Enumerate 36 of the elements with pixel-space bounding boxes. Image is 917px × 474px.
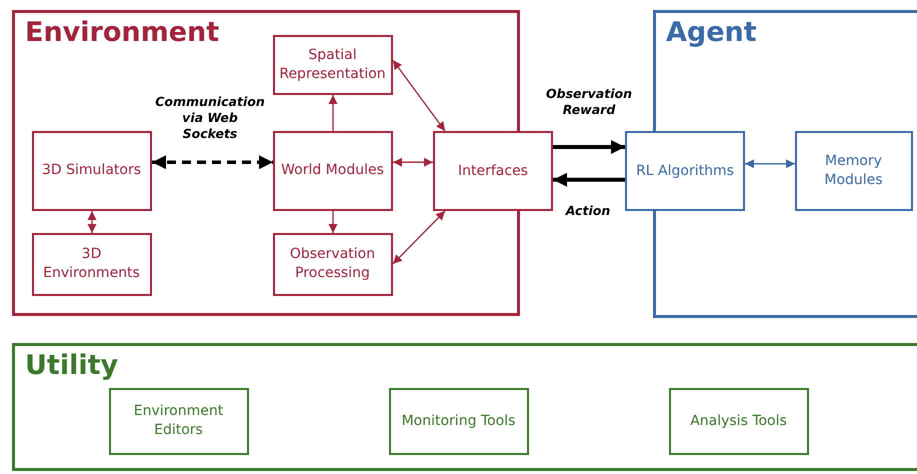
process-box [433, 131, 553, 211]
box-label: Observation Processing [288, 245, 376, 283]
box-label: 3D Simulators [42, 161, 141, 180]
arrow [553, 140, 625, 154]
arrow [392, 210, 446, 264]
process-box [272, 130, 392, 210]
arrow [152, 155, 273, 170]
group-panel [12, 343, 917, 471]
process-box [668, 388, 808, 454]
process-box [272, 232, 392, 296]
process-box [32, 232, 152, 296]
group-heading: Environment [25, 17, 220, 48]
arrow [392, 60, 446, 132]
arrow [745, 159, 795, 168]
box-label: Memory Modules [823, 152, 884, 190]
box-label: Analysis Tools [690, 412, 787, 430]
group-heading: Agent [666, 17, 757, 48]
box-label: 3D Environments [42, 245, 141, 283]
box-label: Spatial Representation [279, 46, 386, 84]
arrow [328, 211, 338, 233]
arrow [553, 172, 625, 187]
process-box [108, 388, 248, 454]
process-box [388, 388, 528, 454]
arrow [328, 95, 338, 131]
box-label: World Modules [281, 161, 384, 180]
process-box [32, 130, 152, 210]
process-box [272, 34, 392, 94]
arrow [393, 158, 433, 167]
box-label: Environment Editors [132, 402, 224, 440]
group-heading: Utility [25, 350, 118, 381]
box-label: RL Algorithms [636, 162, 734, 180]
box-label: Monitoring Tools [402, 412, 516, 430]
process-box [794, 130, 912, 210]
box-label: Interfaces [458, 162, 528, 180]
arrow [88, 211, 96, 233]
process-box [625, 131, 745, 211]
